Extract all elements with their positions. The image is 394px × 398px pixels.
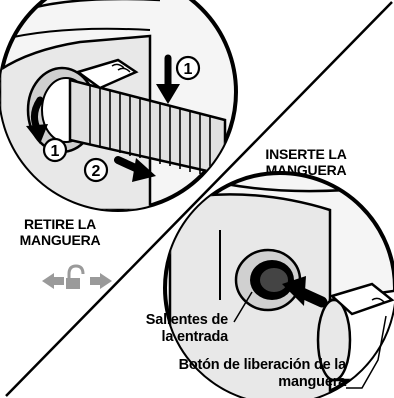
insert-hose-line-2: MANGUERA: [265, 162, 347, 178]
insert-hose-illustration: [163, 171, 394, 398]
insert-hose-label: INSERTE LA MANGUERA: [258, 146, 354, 178]
release-callout-line: [346, 315, 387, 389]
step-one-badge-a: 1: [184, 61, 193, 78]
remove-hose-illustration: [0, 0, 238, 212]
inlet-tabs-label: Salientes de la entrada: [80, 312, 228, 346]
step-one-badge-b: 1: [51, 143, 60, 160]
release-button-line-1: Botón de liberación de la: [178, 357, 347, 373]
release-button-label: Botón de liberación de la manguera: [100, 357, 347, 391]
tabs-callout-line: [233, 291, 253, 323]
remove-hose-label: RETIRE LA MANGUERA: [12, 216, 108, 248]
inlet-tabs-line-2: la entrada: [161, 329, 229, 345]
panel-divider: [5, 1, 393, 397]
inlet-tabs-line-1: Salientes de: [145, 312, 228, 328]
release-button-line-2: manguera: [278, 374, 346, 390]
step-two-badge: 2: [92, 163, 101, 180]
insert-hose-line-1: INSERTE LA: [265, 146, 347, 162]
remove-hose-line-2: MANGUERA: [19, 232, 101, 248]
unlock-arrows-icon: [42, 264, 112, 289]
remove-hose-line-1: RETIRE LA: [23, 216, 97, 232]
